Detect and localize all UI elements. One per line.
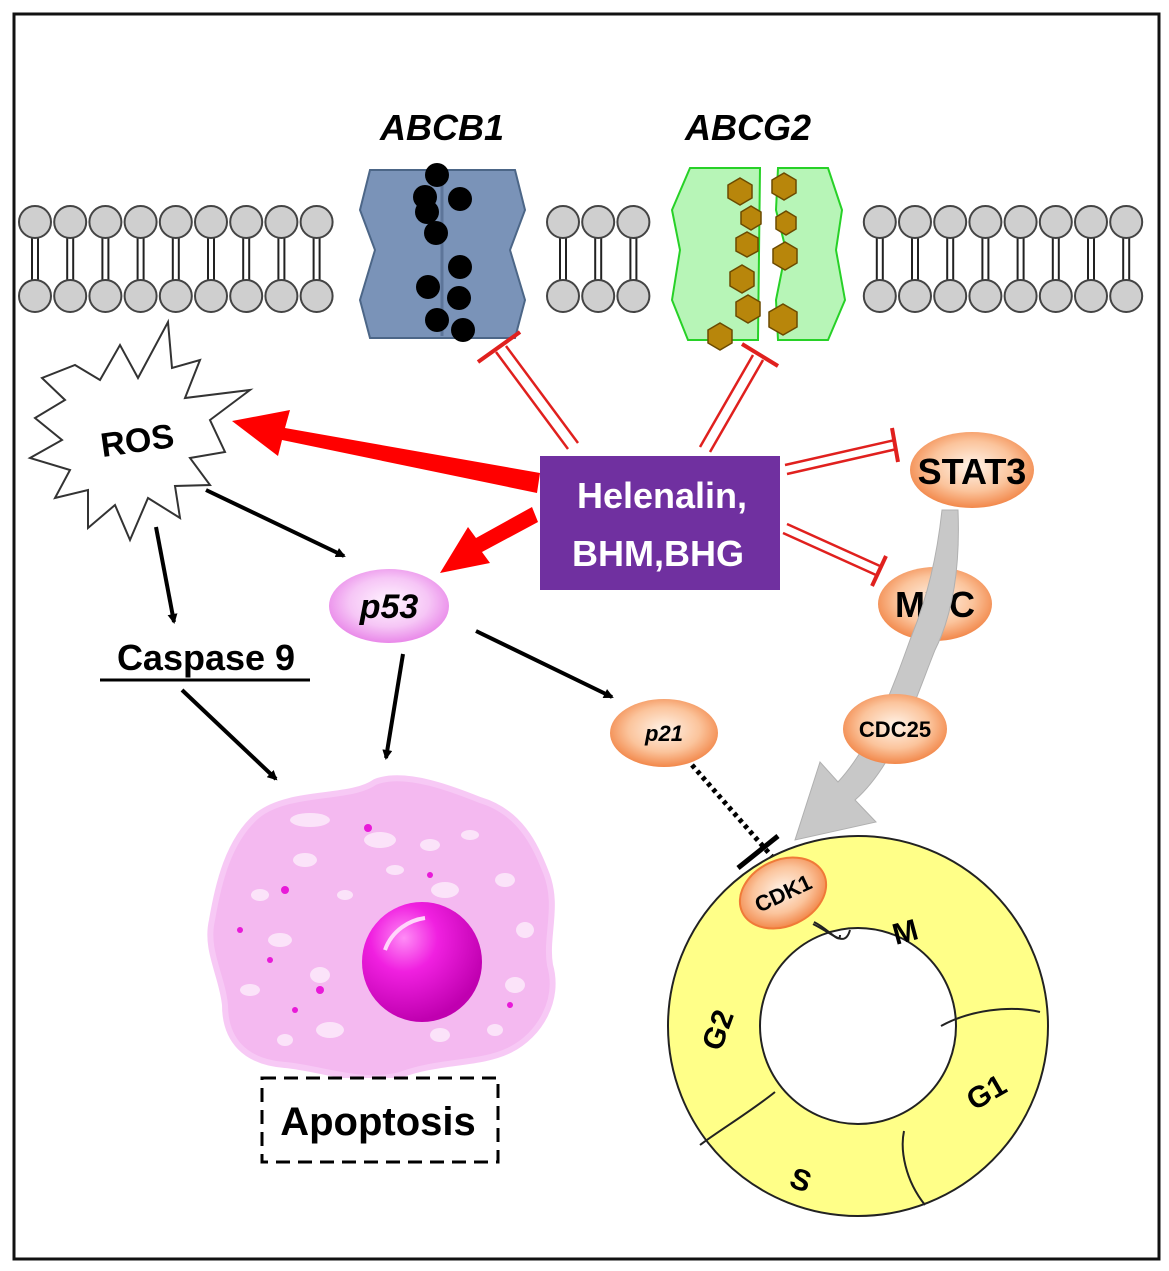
lipid-head bbox=[862, 279, 897, 313]
lipid-head bbox=[616, 279, 651, 313]
apoptosis-box bbox=[260, 1076, 500, 1164]
p53-node bbox=[329, 569, 449, 643]
apoptotic-cell bbox=[207, 775, 556, 1082]
lipid-head bbox=[898, 205, 932, 239]
p21-label: p21 bbox=[644, 721, 683, 746]
lipid-head bbox=[264, 205, 299, 239]
lipid-head bbox=[1074, 205, 1108, 239]
lipid-head bbox=[18, 279, 52, 313]
lipid-head bbox=[862, 205, 897, 239]
p21-inhibition-dotted bbox=[690, 763, 777, 862]
lipid-head bbox=[299, 205, 334, 239]
cdc25-node bbox=[843, 694, 947, 764]
lipid-head bbox=[123, 279, 158, 313]
lipid-head bbox=[18, 205, 52, 239]
drug-label-line1: Helenalin, bbox=[577, 475, 747, 516]
p53-label: p53 bbox=[359, 588, 419, 626]
lipid-head bbox=[1074, 279, 1108, 313]
abcb1-transporter bbox=[358, 163, 527, 342]
lipid-head bbox=[898, 279, 932, 313]
ros-starburst bbox=[27, 318, 254, 543]
lipid-head bbox=[1038, 279, 1073, 313]
lipid-head bbox=[616, 205, 651, 239]
inhibition-lines bbox=[476, 330, 900, 587]
abcg2-label: ABCG2 bbox=[684, 107, 811, 148]
lipid-head bbox=[933, 279, 968, 313]
lipid-head bbox=[194, 205, 228, 239]
black-arrows bbox=[154, 488, 614, 781]
lipid-head bbox=[53, 279, 88, 313]
lipid-head bbox=[546, 205, 580, 239]
lipid-head bbox=[1003, 205, 1038, 239]
stat3-label: STAT3 bbox=[918, 451, 1027, 492]
lipid-head bbox=[546, 279, 580, 313]
lipid-head bbox=[264, 279, 299, 313]
lipid-head bbox=[581, 279, 616, 313]
lipid-head bbox=[968, 279, 1003, 313]
stat3-node bbox=[910, 432, 1034, 508]
lipid-head bbox=[123, 205, 158, 239]
drug-box bbox=[540, 456, 780, 590]
lipid-bilayer bbox=[18, 205, 1144, 313]
abcb1-substrates bbox=[413, 163, 475, 342]
stat3-to-cdk1-arrow bbox=[794, 509, 959, 841]
drug-label-line2: BHM,BHG bbox=[572, 533, 744, 574]
cell-cycle-ring bbox=[667, 835, 1049, 1217]
lipid-head bbox=[1038, 205, 1073, 239]
lipid-head bbox=[299, 279, 334, 313]
cdk1-node bbox=[738, 856, 828, 930]
lipid-head bbox=[194, 279, 228, 313]
lipid-head bbox=[1003, 279, 1038, 313]
abcg2-transporter bbox=[670, 167, 847, 351]
drug-to-p53-arrow bbox=[440, 507, 538, 573]
lipid-head bbox=[158, 279, 193, 313]
apoptotic-nucleus bbox=[362, 902, 482, 1022]
p21-node bbox=[610, 699, 718, 767]
lipid-head bbox=[968, 205, 1003, 239]
lipid-head bbox=[1109, 279, 1144, 313]
cdc25-label: CDC25 bbox=[859, 717, 931, 742]
lipid-head bbox=[933, 205, 968, 239]
lipid-head bbox=[88, 205, 123, 239]
abcg2-substrates bbox=[707, 172, 798, 351]
lipid-head bbox=[88, 279, 123, 313]
drug-to-ros-arrow bbox=[232, 410, 540, 493]
caspase9-label: Caspase 9 bbox=[117, 637, 295, 678]
lipid-head bbox=[229, 279, 264, 313]
apoptosis-label: Apoptosis bbox=[280, 1100, 476, 1144]
lipid-head bbox=[53, 205, 88, 239]
lipid-head bbox=[581, 205, 616, 239]
p21-inhibition-bar bbox=[736, 834, 780, 870]
lipid-head bbox=[158, 205, 193, 239]
abcb1-label: ABCB1 bbox=[379, 107, 504, 148]
lipid-head bbox=[1109, 205, 1144, 239]
lipid-head bbox=[229, 205, 264, 239]
